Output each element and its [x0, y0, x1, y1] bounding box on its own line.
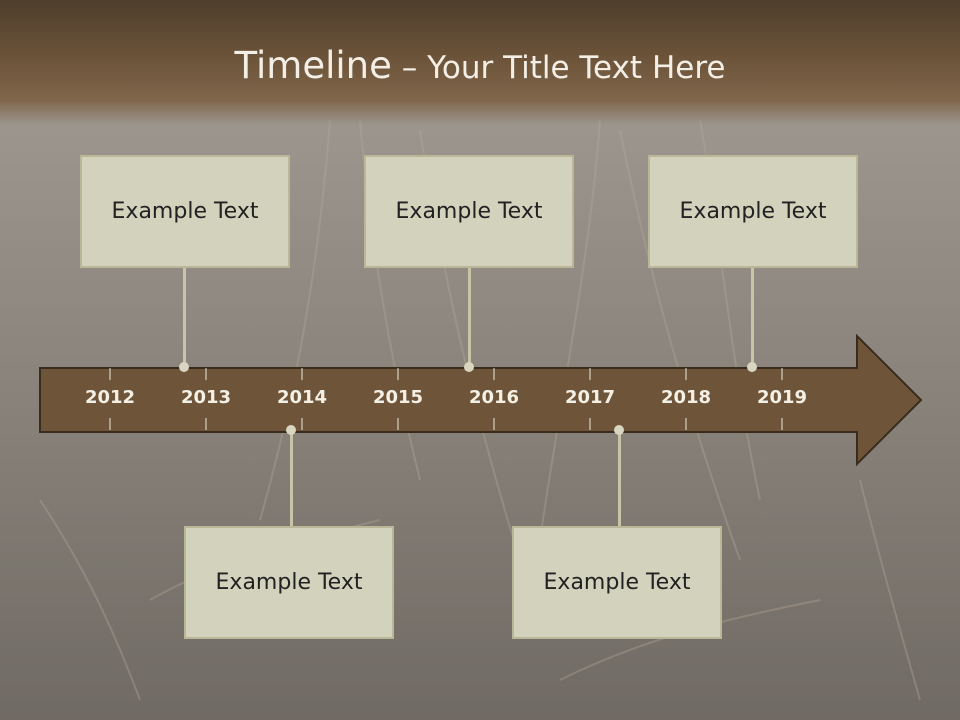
box-label: Example Text: [395, 199, 543, 224]
text-box-bottom-left[interactable]: Example Text: [184, 526, 394, 639]
connector-top-left: [183, 268, 186, 367]
text-box-top-right[interactable]: Example Text: [648, 155, 858, 268]
year-label: 2012: [85, 387, 135, 408]
connector-dot: [464, 362, 474, 372]
year-ticks: [109, 368, 783, 430]
text-box-top-left[interactable]: Example Text: [80, 155, 290, 268]
box-label: Example Text: [679, 199, 827, 224]
text-box-bottom-right[interactable]: Example Text: [512, 526, 722, 639]
year-label: 2017: [565, 387, 615, 408]
text-box-top-center[interactable]: Example Text: [364, 155, 574, 268]
title-lead: Timeline: [234, 44, 392, 87]
year-label: 2018: [661, 387, 711, 408]
connector-dot: [747, 362, 757, 372]
header-band: [0, 0, 960, 125]
year-label: 2014: [277, 387, 327, 408]
title-rest: – Your Title Text Here: [391, 50, 726, 86]
box-label: Example Text: [215, 570, 363, 595]
connector-bottom-left: [290, 432, 293, 527]
connector-bottom-right: [618, 432, 621, 527]
year-label: 2013: [181, 387, 231, 408]
connector-dot: [286, 425, 296, 435]
year-label: 2016: [469, 387, 519, 408]
connector-top-center: [468, 268, 471, 367]
arrow-shape: [39, 333, 923, 467]
connector-top-right: [751, 268, 754, 367]
year-label: 2019: [757, 387, 807, 408]
box-label: Example Text: [111, 199, 259, 224]
page-title: Timeline – Your Title Text Here: [0, 44, 960, 90]
connector-dot: [179, 362, 189, 372]
year-label: 2015: [373, 387, 423, 408]
connector-dot: [614, 425, 624, 435]
box-label: Example Text: [543, 570, 691, 595]
